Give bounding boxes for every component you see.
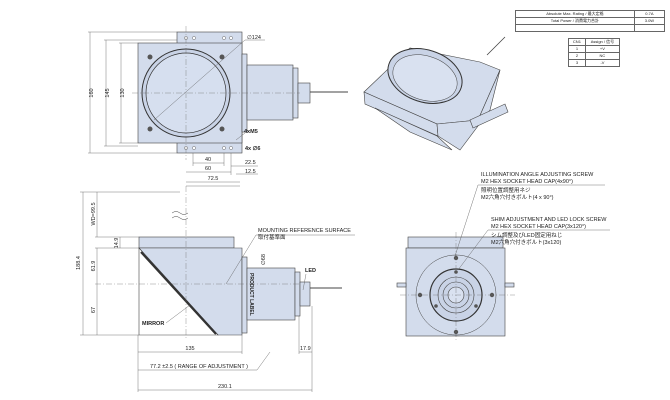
top-view: ∅124 4xM5 4x ∅6 160 145 130 40 60 72.5 2… (88, 26, 348, 183)
mounting-jp-label: 取付基準面 (258, 233, 286, 241)
dia6-label: 4x ∅6 (245, 145, 261, 152)
cell (633, 24, 666, 32)
product-label: PRODUCT LABEL (248, 273, 254, 316)
shim-note-1: SHIM ADJUSTMENT AND LED LOCK SCREW (491, 217, 607, 223)
side-view: PRODUCT LABEL ∅68 MOUNTING REFERENCE SUR… (76, 185, 355, 392)
h67-label: 67 (91, 307, 97, 313)
illum-note-1: ILLUMINATION ANGLE ADJUSTING SCREW (481, 172, 594, 178)
w135-label: 135 (185, 346, 194, 352)
h61-label: 61.9 (91, 261, 97, 272)
shim-note-3: シム調整及びLED固定用ねじ (491, 231, 562, 239)
dia68-label: ∅68 (260, 254, 267, 265)
h160-label: 160 (89, 88, 95, 97)
mounting-label: MOUNTING REFERENCE SURFACE (258, 228, 351, 234)
illum-note-2: M2 HEX SOCKET HEAD CAP(4x90°) (481, 179, 573, 185)
d22-label: 22.5 (245, 160, 256, 166)
cell: -V (584, 59, 621, 67)
w17-label: 17.9 (300, 346, 311, 352)
dia124-label: ∅124 (247, 34, 261, 41)
h145-label: 145 (105, 88, 111, 97)
mirror-label: MIRROR (142, 321, 164, 327)
wd-label: WD=99.5 (91, 202, 97, 225)
d40-label: 40 (205, 157, 211, 163)
d12-label: 12.5 (245, 169, 256, 175)
illum-note-4: M2六角穴付きボルト(4 x 90°) (481, 193, 554, 201)
h188-label: 188.4 (76, 256, 82, 270)
front-view: ILLUMINATION ANGLE ADJUSTING SCREW M2 HE… (396, 172, 610, 340)
illum-note-3: 照明位置調整用ネジ (481, 186, 531, 194)
w230-label: 230.1 (218, 384, 232, 390)
shim-note-2: M2 HEX SOCKET HEAD CAP(3x120°) (491, 224, 586, 230)
range-label: 77.2 ±2.5 ( RANGE OF ADJUSTMENT ) (150, 364, 248, 370)
iso-view (363, 36, 509, 151)
d60-label: 60 (205, 166, 211, 172)
h130-label: 130 (120, 88, 126, 97)
d72-label: 72.5 (208, 176, 219, 182)
shim-note-4: M2六角穴付きボルト(3x120) (491, 238, 561, 246)
led-label: LED (305, 268, 316, 274)
h14-label: 14.9 (114, 238, 120, 249)
m5-label: 4xM5 (244, 129, 258, 135)
